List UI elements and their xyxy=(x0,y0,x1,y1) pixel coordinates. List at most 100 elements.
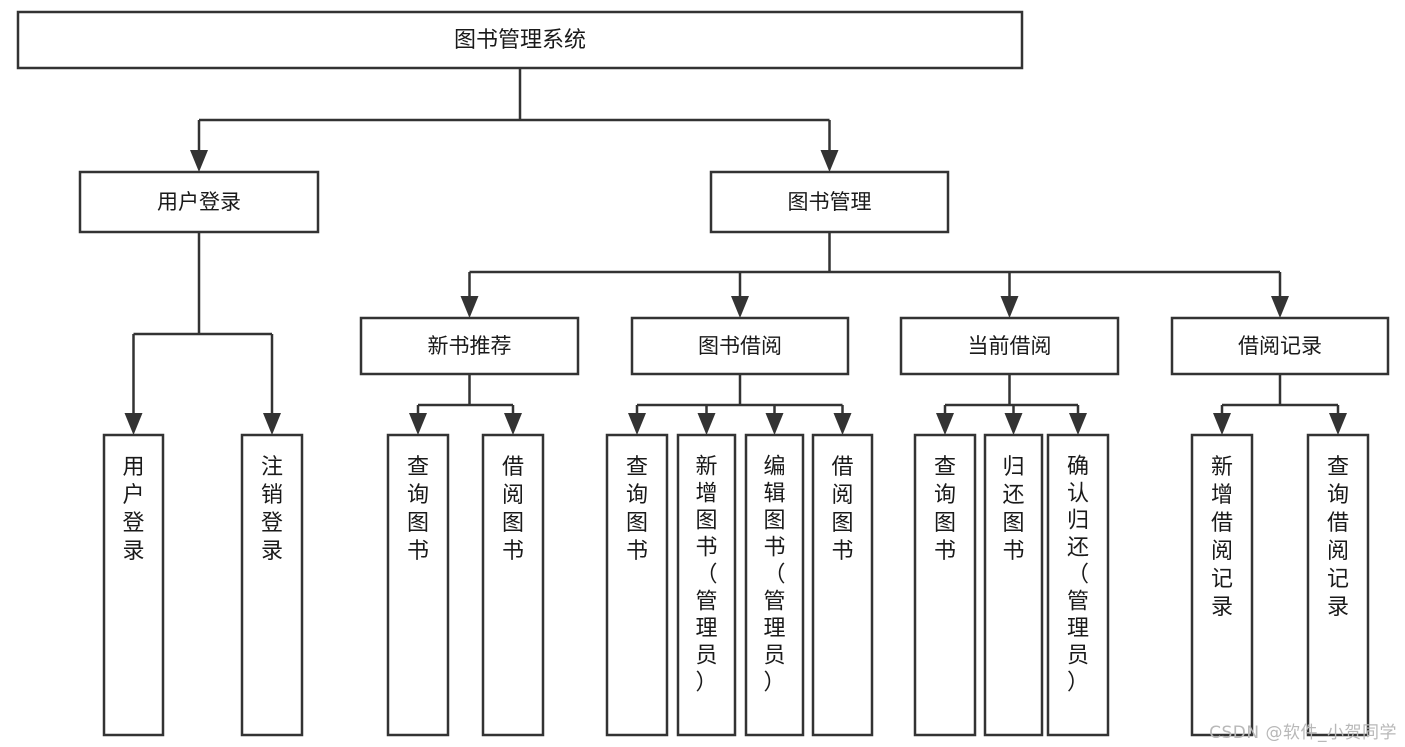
svg-text:借: 借 xyxy=(1211,511,1233,536)
arrow-head-icon xyxy=(731,296,749,318)
svg-text:书: 书 xyxy=(831,539,853,564)
svg-text:录: 录 xyxy=(1211,595,1233,620)
svg-text:书: 书 xyxy=(502,539,524,564)
node-new-book-recommend[interactable]: 新书推荐 xyxy=(359,316,580,376)
node-book-manage-rect[interactable] xyxy=(709,170,950,234)
arrow-head-icon xyxy=(628,413,646,435)
leaf-leaf-query-book-2-rect[interactable] xyxy=(605,433,669,737)
arrow-head-icon xyxy=(1004,413,1023,435)
svg-text:理: 理 xyxy=(1067,617,1089,642)
svg-text:管: 管 xyxy=(763,590,785,615)
arrow-head-icon xyxy=(409,413,427,435)
leaf-leaf-query-book-3-rect[interactable] xyxy=(913,433,977,737)
svg-text:借: 借 xyxy=(831,455,853,480)
leaf-leaf-return-book-rect[interactable] xyxy=(983,433,1044,737)
node-book-manage[interactable]: 图书管理 xyxy=(709,170,950,234)
node-borrow-record[interactable]: 借阅记录 xyxy=(1170,316,1390,376)
leaf-leaf-user-login[interactable]: 用户登录 xyxy=(102,433,165,737)
leaf-leaf-borrow-book-1-rect[interactable] xyxy=(481,433,545,737)
arrow-head-icon xyxy=(1000,296,1019,318)
arrow-head-icon xyxy=(460,296,479,318)
svg-text:还: 还 xyxy=(1067,536,1089,561)
node-user-login-label: 用户登录 xyxy=(157,190,241,214)
svg-text:询: 询 xyxy=(934,483,956,508)
leaf-leaf-user-logout-rect[interactable] xyxy=(240,433,304,737)
node-borrow-record-rect[interactable] xyxy=(1170,316,1390,376)
svg-text:编: 编 xyxy=(763,455,785,480)
arrow-head-icon xyxy=(936,413,954,435)
svg-text:图: 图 xyxy=(934,511,956,536)
svg-text:认: 认 xyxy=(1067,482,1089,507)
node-book-borrow[interactable]: 图书借阅 xyxy=(630,316,850,376)
svg-text:图: 图 xyxy=(1002,511,1024,536)
node-root-system-rect[interactable] xyxy=(16,10,1024,70)
connector-layer xyxy=(124,68,1347,435)
leaf-leaf-add-record-rect[interactable] xyxy=(1190,433,1254,737)
svg-text:理: 理 xyxy=(763,617,785,642)
svg-text:管: 管 xyxy=(695,590,717,615)
svg-text:记: 记 xyxy=(1211,567,1233,592)
svg-text:询: 询 xyxy=(407,483,429,508)
arrow-head-icon xyxy=(190,150,208,172)
leaf-leaf-user-login-label: 用户登录 xyxy=(122,455,144,564)
leaf-leaf-confirm-return-rect[interactable] xyxy=(1046,433,1110,737)
node-root-system[interactable]: 图书管理系统 xyxy=(16,10,1024,70)
node-user-login[interactable]: 用户登录 xyxy=(78,170,320,234)
leaf-leaf-user-login-rect[interactable] xyxy=(102,433,165,737)
leaf-leaf-borrow-book-2-rect[interactable] xyxy=(811,433,874,737)
arrow-head-icon xyxy=(1329,413,1347,435)
node-current-borrow-rect[interactable] xyxy=(899,316,1120,376)
svg-text:图: 图 xyxy=(502,511,524,536)
svg-text:新: 新 xyxy=(1211,455,1233,480)
svg-text:登: 登 xyxy=(122,511,144,536)
leaf-leaf-add-book-rect[interactable] xyxy=(676,433,737,737)
svg-text:询: 询 xyxy=(626,483,648,508)
svg-text:）: ） xyxy=(763,671,785,696)
svg-text:管: 管 xyxy=(1067,590,1089,615)
svg-text:归: 归 xyxy=(1002,455,1024,480)
svg-text:归: 归 xyxy=(1067,509,1089,534)
svg-text:书: 书 xyxy=(626,539,648,564)
leaf-leaf-edit-book-rect[interactable] xyxy=(744,433,805,737)
node-book-borrow-label: 图书借阅 xyxy=(698,334,782,358)
svg-text:理: 理 xyxy=(695,617,717,642)
svg-text:书: 书 xyxy=(934,539,956,564)
node-user-login-rect[interactable] xyxy=(78,170,320,234)
node-layer: 图书管理系统用户登录图书管理用户登录注销登录新书推荐查询图书借阅图书图书借阅查询… xyxy=(16,10,1390,737)
svg-text:录: 录 xyxy=(122,539,144,564)
svg-text:书: 书 xyxy=(1002,539,1024,564)
svg-text:增: 增 xyxy=(1211,483,1233,508)
svg-text:图: 图 xyxy=(831,511,853,536)
svg-text:记: 记 xyxy=(1327,567,1349,592)
svg-text:阅: 阅 xyxy=(502,483,524,508)
svg-text:员: 员 xyxy=(763,644,785,669)
svg-text:（: （ xyxy=(695,563,717,588)
leaf-leaf-query-book-1-rect[interactable] xyxy=(386,433,450,737)
svg-text:用: 用 xyxy=(122,455,144,480)
svg-text:）: ） xyxy=(695,671,717,696)
leaf-leaf-query-record-rect[interactable] xyxy=(1306,433,1370,737)
node-borrow-record-label: 借阅记录 xyxy=(1238,334,1322,358)
svg-text:查: 查 xyxy=(407,455,429,480)
node-new-book-recommend-rect[interactable] xyxy=(359,316,580,376)
node-current-borrow[interactable]: 当前借阅 xyxy=(899,316,1120,376)
svg-text:录: 录 xyxy=(1327,595,1349,620)
node-book-borrow-rect[interactable] xyxy=(630,316,850,376)
